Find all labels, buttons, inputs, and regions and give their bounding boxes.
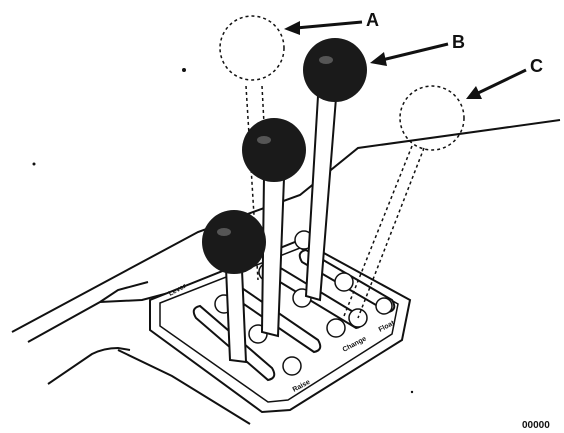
lever-left-shaft: [224, 266, 248, 364]
console-outline: [11, 119, 561, 425]
lever-right-knob-highlight: [319, 56, 333, 64]
lever-middle-knob: [242, 118, 306, 182]
speck-3: [410, 390, 414, 394]
lever-left-knob-highlight: [217, 228, 231, 236]
callout-label-c: C: [530, 56, 543, 76]
lever-right-knob: [303, 38, 367, 102]
ghost-lever-c: [343, 85, 465, 319]
console-upper-edge: [11, 119, 561, 333]
callout-label-a: A: [366, 10, 379, 30]
ghost-shaft-c: [343, 145, 425, 319]
console-base-edge: [117, 349, 251, 425]
arrow-b-line: [381, 42, 449, 62]
detent-6: [326, 318, 346, 338]
detent-3: [282, 356, 302, 376]
speck-2: [32, 162, 36, 166]
lever-left: [202, 210, 266, 364]
console-lower-edge: [27, 281, 149, 343]
figure-number: 00000: [522, 420, 550, 428]
callout-label-b: B: [452, 32, 465, 52]
arrow-a-head: [284, 21, 300, 35]
lever-right: [303, 38, 367, 302]
lever-left-knob: [202, 210, 266, 274]
arrow-a-line: [295, 20, 363, 30]
arrow-c-head: [466, 86, 482, 99]
arrow-c-line: [475, 68, 527, 96]
detent-10: [375, 297, 393, 315]
detent-8: [334, 272, 354, 292]
speck-1: [182, 68, 186, 72]
console-front-edge: [47, 346, 131, 385]
lever-middle: [242, 118, 306, 338]
ghost-knob-c: [399, 85, 465, 151]
arrow-b-head: [370, 52, 387, 66]
ghost-knob-a: [219, 15, 285, 81]
callout-arrows: [284, 20, 527, 99]
lever-middle-knob-highlight: [257, 136, 271, 144]
